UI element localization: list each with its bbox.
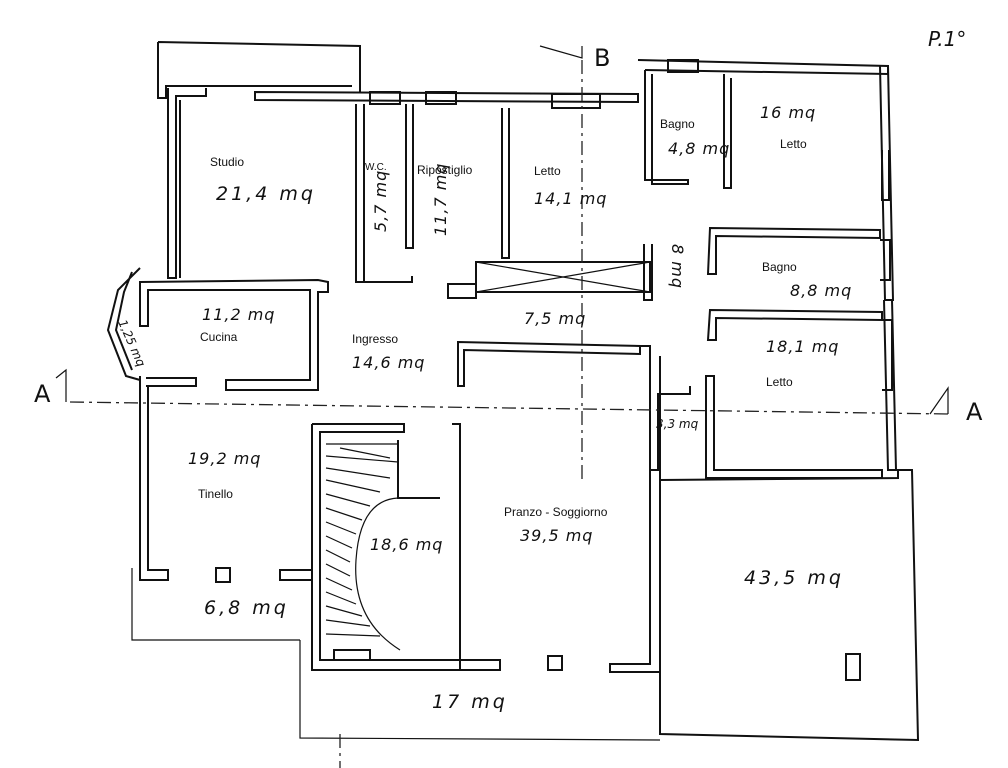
room-name: Cucina	[200, 330, 238, 344]
room-balcone-2: 17 mq	[432, 691, 508, 713]
room-cucina: Cucina 11,2 mq	[200, 305, 275, 344]
room-ripostiglio: Ripostiglio 11,7 mq	[417, 163, 473, 236]
room-ripost-small: 3,3 mq	[656, 417, 699, 431]
room-studio: Studio 21,4 mq	[210, 155, 316, 205]
section-a-label-left: A	[34, 380, 51, 408]
room-area: 43,5 mq	[744, 567, 844, 589]
room-name: Ripostiglio	[417, 163, 473, 177]
room-area: 3,3 mq	[656, 417, 699, 431]
room-area: 21,4 mq	[216, 183, 316, 205]
room-scala: 18,6 mq	[370, 535, 443, 554]
room-letto-3: Letto 18,1 mq	[766, 337, 839, 389]
room-area: 19,2 mq	[188, 449, 261, 468]
floor-label: P.1°	[928, 27, 966, 51]
room-area: 16 mq	[760, 103, 816, 122]
room-wc: W.C. 5,7 mq	[365, 162, 390, 232]
walls	[106, 41, 920, 742]
room-name: Bagno	[762, 260, 797, 274]
room-ingresso: Ingresso 14,6 mq	[352, 332, 425, 372]
room-terrazzo: 43,5 mq	[744, 567, 844, 589]
section-b-label: B	[594, 44, 610, 72]
room-name: W.C.	[365, 162, 387, 173]
room-name: Letto	[534, 164, 561, 178]
room-area: 11,7 mq	[431, 163, 450, 236]
room-area: 17 mq	[432, 691, 508, 713]
room-area: 39,5 mq	[520, 526, 593, 545]
room-name: Studio	[210, 155, 244, 169]
room-letto-2: Letto 16 mq	[760, 103, 816, 151]
room-area: 7,5 mq	[524, 309, 586, 328]
room-area: 8 mq	[668, 244, 687, 289]
room-name: Tinello	[198, 487, 233, 501]
room-area: 6,8 mq	[204, 597, 289, 619]
room-corridoio: 7,5 mq	[524, 309, 586, 328]
room-pranzo-soggiorno: Pranzo - Soggiorno 39,5 mq	[504, 505, 608, 545]
room-disimpegno: 8 mq	[668, 244, 687, 289]
room-letto-1: Letto 14,1 mq	[534, 164, 607, 208]
room-bagno-2: Bagno 8,8 mq	[762, 260, 852, 300]
room-area: 14,6 mq	[352, 353, 425, 372]
room-area: 18,6 mq	[370, 535, 443, 554]
room-name: Bagno	[660, 117, 695, 131]
room-name: Letto	[780, 137, 807, 151]
room-name: Letto	[766, 375, 793, 389]
room-area: 14,1 mq	[534, 189, 607, 208]
room-area: 18,1 mq	[766, 337, 839, 356]
room-name: Ingresso	[352, 332, 398, 346]
room-name: Pranzo - Soggiorno	[504, 505, 608, 519]
section-lines	[55, 45, 951, 768]
room-area: 4,8 mq	[668, 139, 730, 158]
section-a-label-right: A	[966, 398, 983, 426]
room-area: 8,8 mq	[790, 281, 852, 300]
room-balcone-1: 6,8 mq	[204, 597, 289, 619]
room-bagno-1: Bagno 4,8 mq	[660, 117, 730, 158]
stair-treads	[325, 443, 401, 651]
room-tinello: Tinello 19,2 mq	[188, 449, 261, 501]
room-area: 5,7 mq	[371, 170, 390, 232]
room-area: 11,2 mq	[202, 305, 275, 324]
